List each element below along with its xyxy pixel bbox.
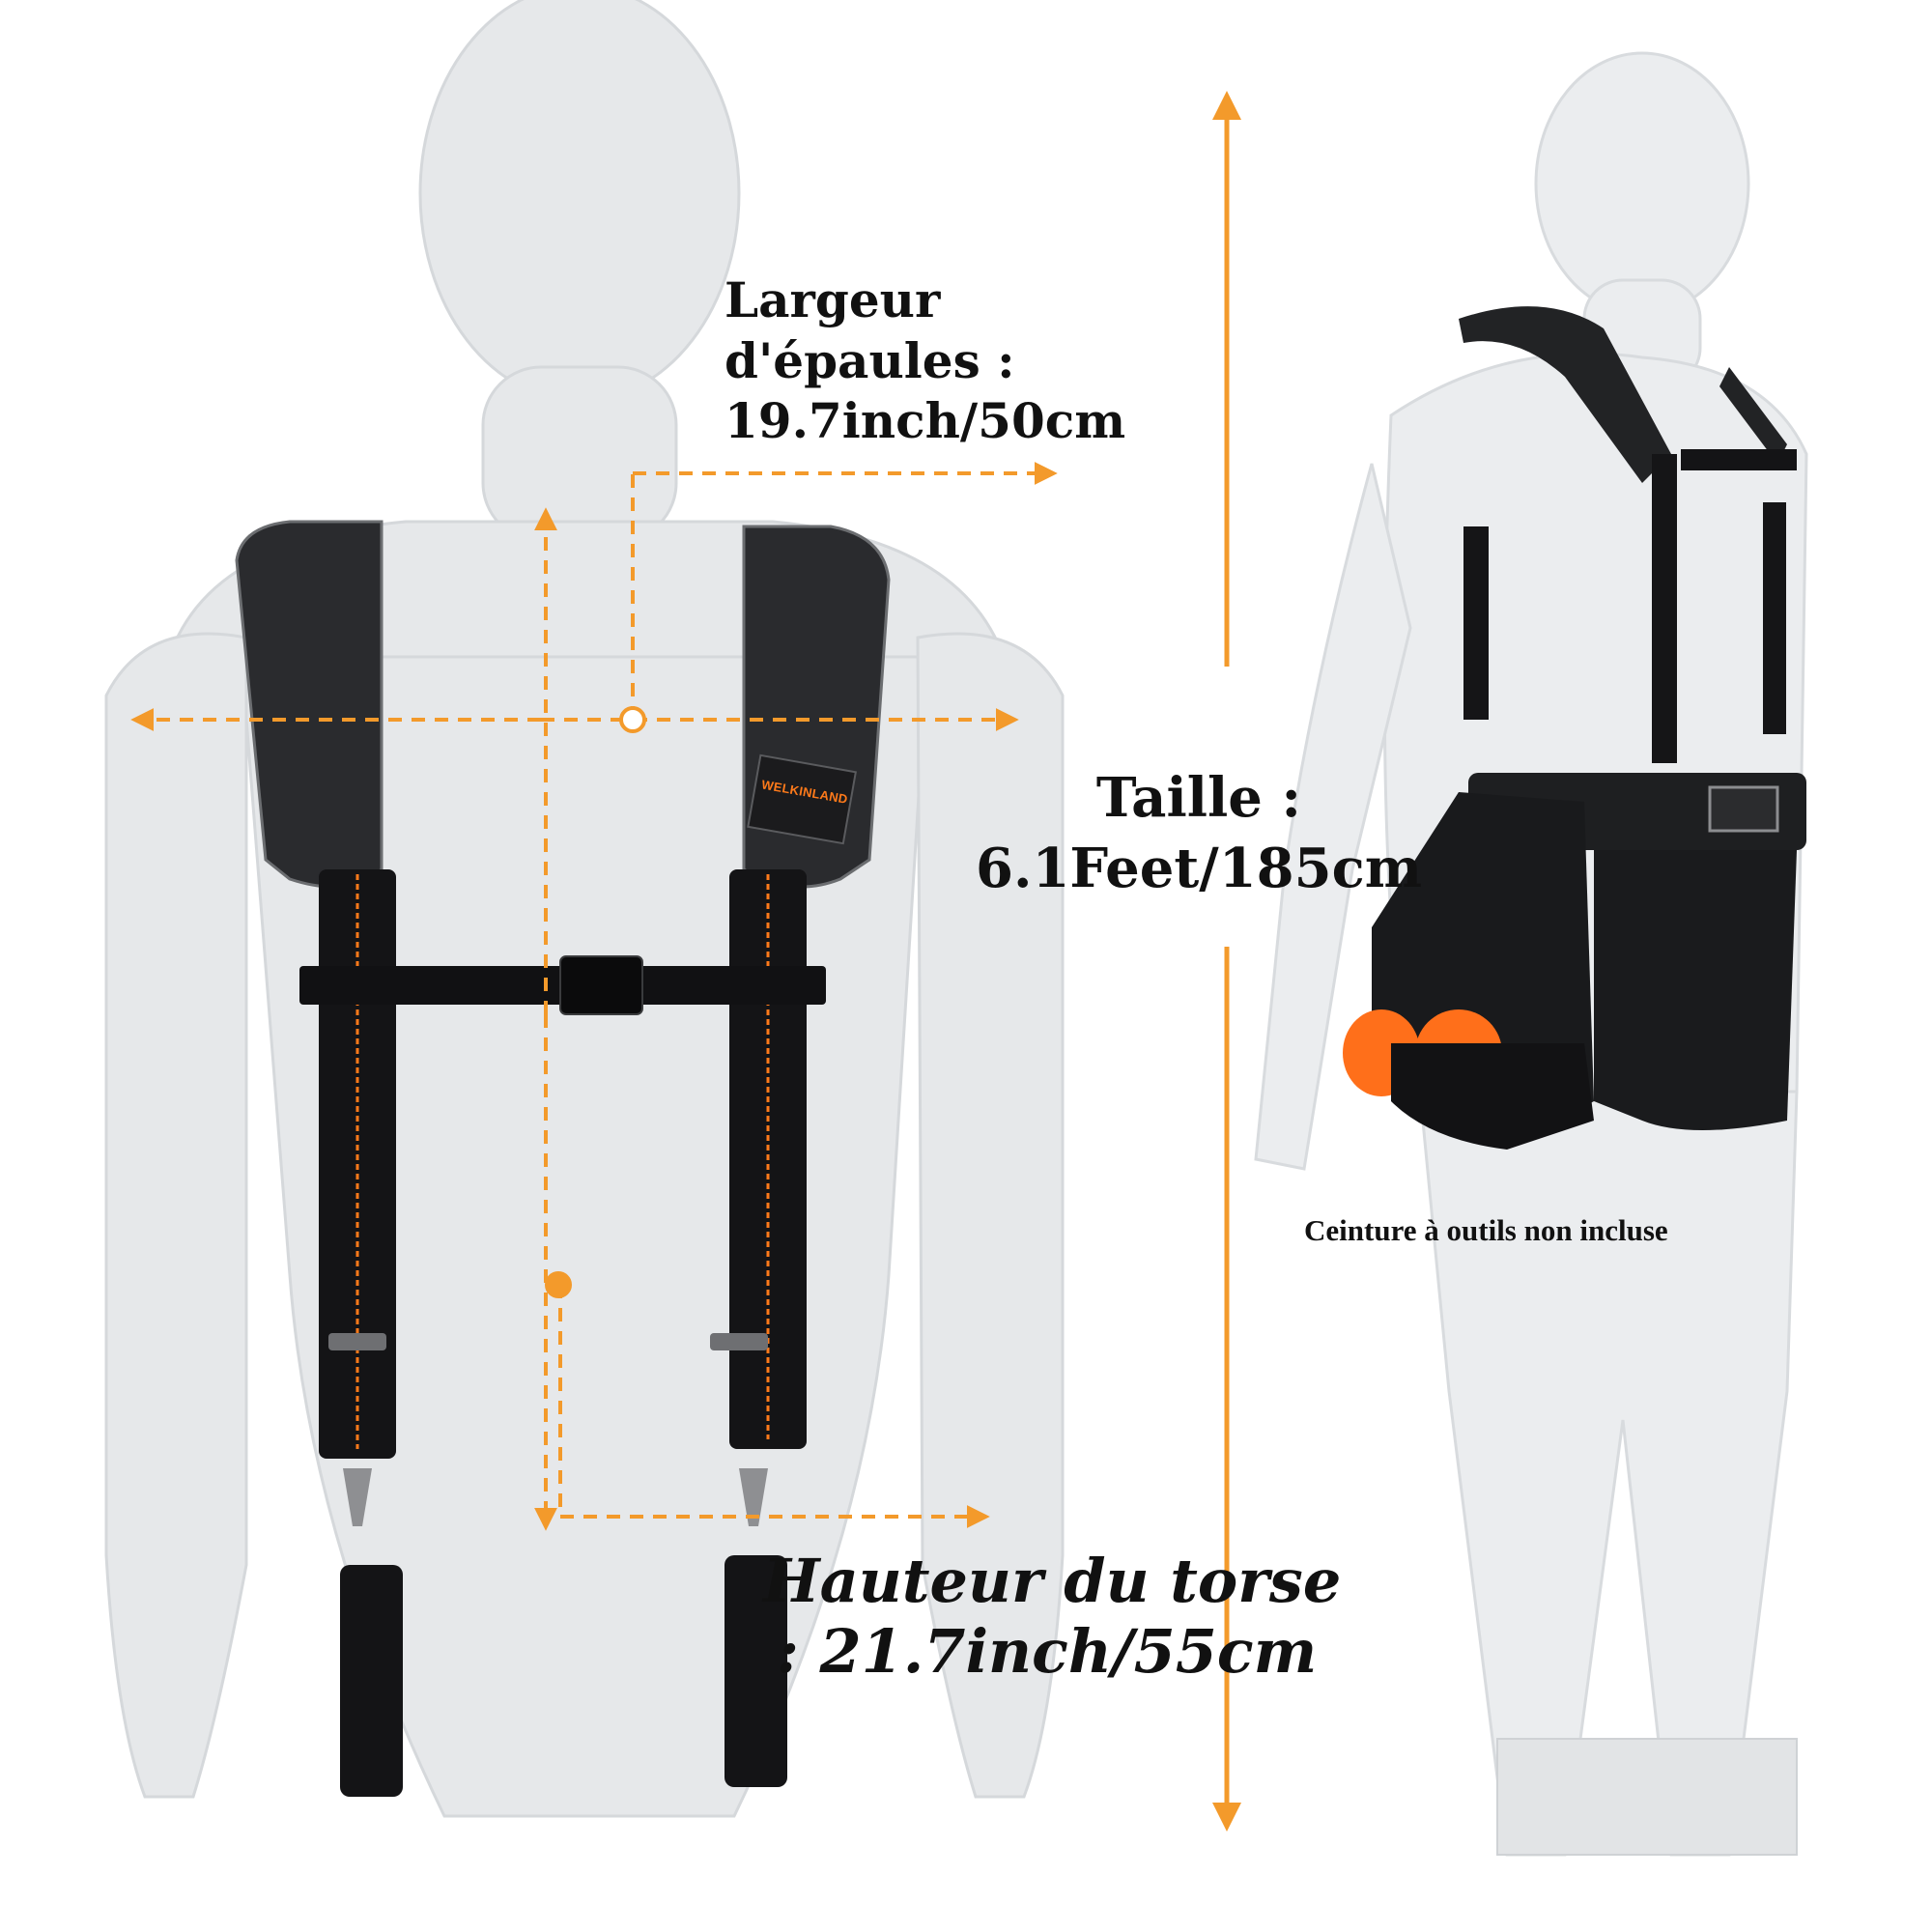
torso-height-line1: Hauteur du torse [763,1546,1342,1616]
front-harness [235,520,891,1797]
height-label: Taille : 6.1Feet/185cm [976,763,1422,904]
shoulder-width-line1: Largeur [724,271,941,328]
measurement-guides [130,91,1241,1832]
belt-not-included-note: Ceinture à outils non incluse [1304,1213,1668,1247]
shoulder-width-line3: 19.7inch/50cm [724,392,1126,449]
brand-patch [747,753,857,845]
side-harness [1459,306,1797,763]
tool-belt [1343,773,1806,1150]
mannequin-stand [1496,1738,1798,1856]
shoulder-width-line2: d'épaules : [724,331,1015,389]
torso-height-label: Hauteur du torse : 21.7inch/55cm [763,1546,1341,1687]
chest-buckle [559,955,643,1015]
height-line2: 6.1Feet/185cm [976,836,1422,900]
torso-height-line2: : 21.7inch/55cm [777,1616,1318,1688]
shoulder-width-label: Largeur d'épaules : 19.7inch/50cm [724,270,1125,452]
height-line1: Taille : [1095,766,1302,830]
